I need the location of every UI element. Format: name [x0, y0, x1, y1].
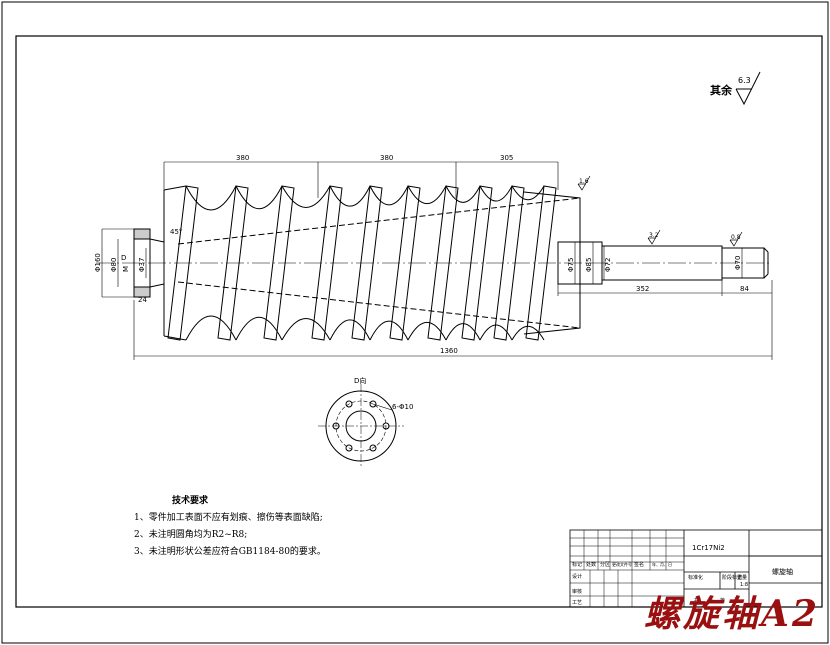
dim-bore-label: D [121, 254, 126, 262]
title-sheets: 张 [708, 597, 713, 604]
rough-cone: 1.6 [579, 178, 589, 185]
title-scale: 1:8 [740, 582, 748, 588]
tech-item-3: 3、未注明形状公差应符合GB1184-80的要求。 [134, 547, 326, 557]
title-sheet: 张 [734, 597, 739, 604]
flight-blade [525, 185, 557, 341]
dim-flange-d: Φ160 [94, 253, 102, 272]
technical-requirements: 技术要求 1、零件加工表面不应有划痕、擦伤等表面缺陷; 2、未注明圆角均为R2~… [134, 493, 454, 561]
dim-end-d: Φ70 [734, 256, 742, 270]
tb-row-3: 更改文件号 [612, 561, 632, 567]
dim-shaft-d: Φ72 [604, 258, 612, 272]
title-weight: 重量 [737, 574, 747, 581]
tb-review: 审核 [572, 588, 582, 595]
roughness-label: 其余 [710, 83, 733, 97]
tb-row-4: 签名 [634, 561, 644, 568]
d-view [318, 384, 404, 468]
title-block [569, 529, 823, 608]
rough-shaft: 3.2 [649, 232, 659, 239]
dim-shaft-len: 352 [636, 285, 649, 293]
flight-blade [167, 185, 199, 341]
title-total: 共 [694, 597, 699, 604]
tech-item-1: 1、零件加工表面不应有划痕、擦伤等表面缺陷; [134, 513, 323, 523]
dim-cone1-d: Φ75 [567, 258, 575, 272]
dimension-text: 380 380 305 1360 352 84 Φ160 Φ80 Φ37 Φ75… [94, 154, 749, 355]
dimension-lines [101, 161, 773, 360]
d-view-label: D向 [354, 376, 366, 385]
screw-flights [167, 185, 557, 341]
flight-blade [427, 185, 459, 341]
title-block-grid [570, 530, 684, 607]
dim-hub-d: Φ80 [110, 258, 118, 272]
rough-end: 0.8 [731, 234, 741, 241]
watermark: 螺旋轴A2 [644, 593, 820, 635]
dim-cone2-d: Φ85 [585, 258, 593, 272]
dim-angle: 45° [170, 228, 182, 236]
dim-thread: M [122, 266, 130, 272]
flange [133, 228, 165, 298]
title-material: 1Cr17Ni2 [692, 544, 725, 552]
roughness-value: 6.3 [738, 76, 751, 85]
tb-row-5: 年、月、日 [652, 561, 672, 567]
tech-item-2: 2、未注明圆角均为R2~R8; [134, 530, 248, 540]
d-view-holes: 6-Φ10 [392, 403, 413, 411]
flight-profile [185, 185, 545, 341]
tb-process: 工艺 [572, 600, 582, 606]
tb-design: 设计 [572, 573, 582, 580]
title-stage: 阶段标记 [722, 574, 742, 581]
dim-bore-d: Φ37 [138, 258, 146, 272]
flight-blade [461, 185, 493, 341]
tb-row-2: 分区 [600, 561, 610, 568]
title-std: 标准化 [688, 574, 703, 581]
flight-blade [351, 185, 383, 341]
dim-end-len: 84 [740, 285, 749, 293]
flight-blade [389, 185, 421, 341]
dim-seg2: 380 [380, 154, 393, 162]
roughness-note: 其余 6.3 [710, 71, 761, 106]
inner-frame [15, 35, 823, 608]
dim-seg3: 305 [500, 154, 513, 162]
roughness-symbols [577, 175, 743, 247]
tb-row-0: 标记 [572, 561, 582, 568]
flight-blade [217, 185, 249, 341]
dim-seg1: 380 [236, 154, 249, 162]
tb-row-1: 处数 [586, 561, 596, 568]
title-part-name: 螺旋轴 [772, 567, 793, 576]
flight-blade [493, 185, 525, 341]
title-no: 第 [720, 597, 725, 604]
dim-total: 1360 [440, 347, 458, 355]
tech-title: 技术要求 [172, 496, 209, 506]
flight-blade [311, 185, 343, 341]
flight-blade [263, 185, 295, 341]
dim-key: 24 [138, 296, 147, 304]
